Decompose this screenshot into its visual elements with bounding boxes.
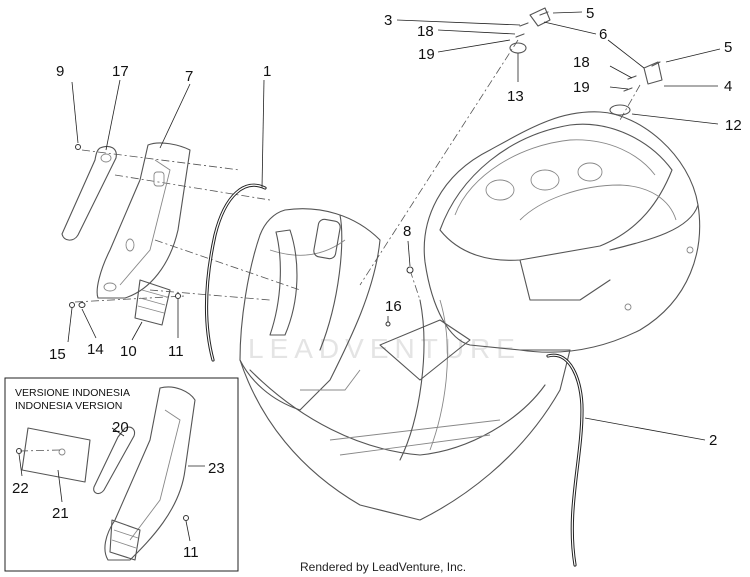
callout-18-right: 18 xyxy=(573,54,590,71)
callout-11-inset: 11 xyxy=(183,544,199,561)
callout-20: 20 xyxy=(112,419,129,436)
callout-3: 3 xyxy=(384,12,392,29)
hose-1 xyxy=(204,183,267,362)
trim-strip-part-17 xyxy=(61,145,117,241)
callout-12: 12 xyxy=(725,117,742,134)
callout-21: 21 xyxy=(52,505,69,522)
leg-shield xyxy=(239,208,381,411)
callout-5-right: 5 xyxy=(724,39,732,56)
callout-9: 9 xyxy=(56,63,64,80)
assembly-lines xyxy=(74,39,641,303)
callout-10: 10 xyxy=(120,343,137,360)
inset-title-line2: INDONESIA VERSION xyxy=(15,400,122,412)
scooter-body-frame xyxy=(239,111,701,521)
watermark: LEADVENTURE xyxy=(248,333,521,364)
callout-6: 6 xyxy=(599,26,607,43)
inset-indonesia-version: VERSIONE INDONESIA INDONESIA VERSION xyxy=(4,377,239,572)
callout-19-top: 19 xyxy=(418,46,435,63)
callout-18-top: 18 xyxy=(417,23,434,40)
callout-13: 13 xyxy=(507,88,524,105)
front-cover-part-7 xyxy=(96,142,191,299)
callout-2: 2 xyxy=(709,432,717,449)
callout-5-top: 5 xyxy=(586,5,594,22)
callout-8: 8 xyxy=(403,223,411,240)
screws xyxy=(69,11,661,327)
callout-17: 17 xyxy=(112,63,129,80)
callout-11-main: 11 xyxy=(168,343,184,360)
callout-4: 4 xyxy=(724,78,732,95)
callout-14: 14 xyxy=(87,341,104,358)
leader-lines xyxy=(18,11,721,542)
callout-23: 23 xyxy=(208,460,225,477)
callout-1: 1 xyxy=(263,63,271,80)
callout-15: 15 xyxy=(49,346,66,363)
callout-19-right: 19 xyxy=(573,79,590,96)
callout-22: 22 xyxy=(12,480,29,497)
bracket-parts xyxy=(509,7,663,116)
inset-title-line1: VERSIONE INDONESIA xyxy=(15,387,130,399)
grille-part-10 xyxy=(134,279,171,326)
footer-credit: Rendered by LeadVenture, Inc. xyxy=(300,560,466,574)
callout-7: 7 xyxy=(185,68,193,85)
hose-2 xyxy=(546,353,584,567)
callout-16: 16 xyxy=(385,298,402,315)
callouts: 1 2 3 4 5 5 6 7 8 9 10 11 11 12 13 14 15… xyxy=(12,5,742,561)
